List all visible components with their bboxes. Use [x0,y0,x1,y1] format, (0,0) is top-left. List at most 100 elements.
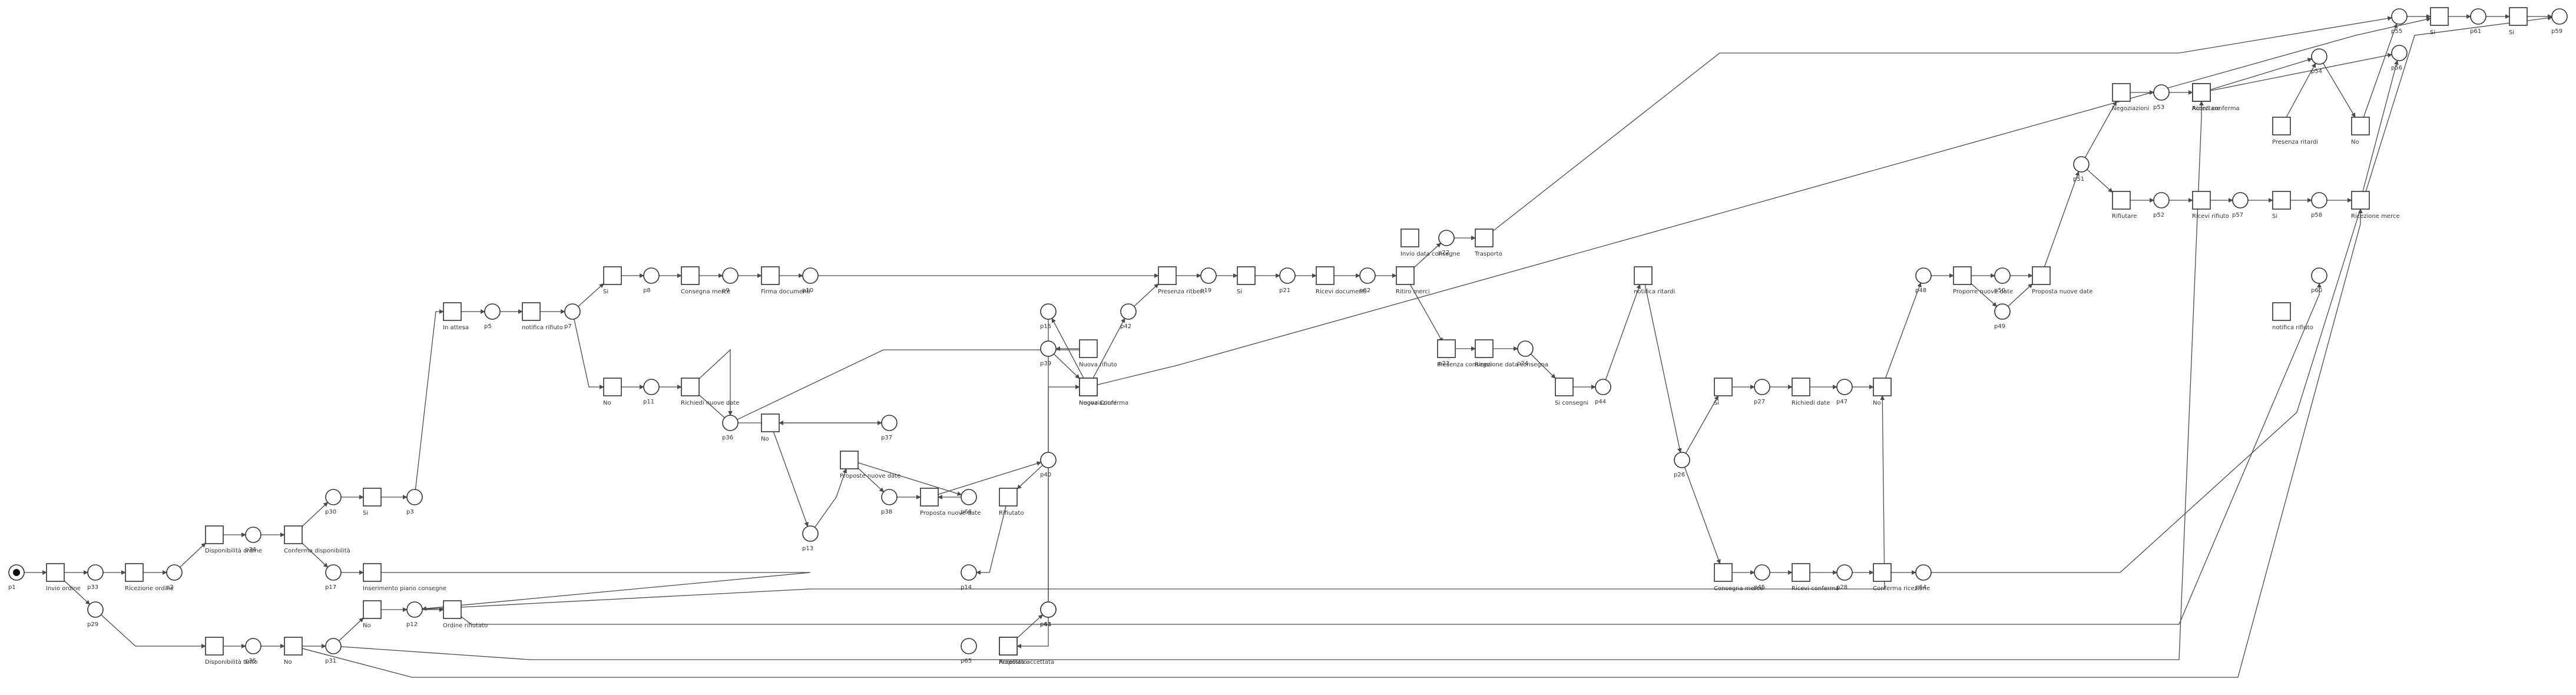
place-circle[interactable] [325,564,342,581]
place-p3[interactable]: p3 [406,489,423,515]
transition-box[interactable] [2272,191,2291,210]
place-circle[interactable] [484,303,501,320]
transition-t38[interactable]: Si [1714,378,1733,406]
place-circle[interactable] [1040,601,1057,618]
transition-box[interactable] [46,563,65,582]
transition-t52[interactable]: No [2351,117,2370,145]
transition-box[interactable] [2272,117,2291,135]
place-p62[interactable]: p62 [1359,267,1376,294]
transition-box[interactable] [999,488,1018,507]
place-circle[interactable] [2391,8,2408,25]
transition-t46[interactable]: Rifiutare [2112,191,2137,220]
transition-box[interactable] [363,488,382,507]
place-circle[interactable] [722,267,739,284]
transition-box[interactable] [1475,229,1494,247]
place-circle[interactable] [245,527,261,543]
place-p38[interactable]: p38 [881,489,898,515]
transition-box[interactable] [1555,378,1574,396]
place-p29[interactable]: p29 [87,601,104,628]
place-circle[interactable] [406,489,423,505]
place-circle[interactable] [722,415,739,431]
place-circle[interactable] [2232,192,2249,208]
place-p54[interactable]: p54 [2311,48,2327,75]
transition-t28[interactable]: Presenza ritbert [1158,266,1205,295]
transition-box[interactable] [284,637,303,656]
place-p26[interactable]: p26 [1674,452,1690,478]
transition-box[interactable] [1634,266,1653,285]
transition-t56[interactable]: Consegna merce [1714,563,1763,592]
place-p45[interactable]: p45 [1754,564,1770,591]
place-p19[interactable]: p19 [1200,267,1217,294]
place-p22[interactable]: p22 [1438,230,1455,256]
transition-box[interactable] [2272,302,2291,321]
place-circle[interactable] [2391,45,2408,61]
place-circle[interactable] [1915,267,1932,284]
place-circle[interactable] [961,564,977,581]
place-circle[interactable] [2311,192,2327,208]
place-p5[interactable]: p5 [484,303,501,330]
place-p8[interactable]: p8 [643,267,660,294]
transition-t50[interactable]: Si [2272,191,2291,220]
place-p42[interactable]: p42 [1120,303,1137,330]
place-circle[interactable] [802,525,819,542]
place-p28[interactable]: p28 [1836,564,1853,591]
transition-box[interactable] [1396,266,1415,285]
place-circle[interactable] [2153,84,2170,101]
transition-t18[interactable]: Richiedi nuove date [681,378,739,406]
transition-box[interactable] [2032,266,2051,285]
transition-box[interactable] [681,378,700,396]
place-circle[interactable] [1994,303,2011,320]
transition-t5[interactable]: Conferma disponibilità [284,525,350,554]
place-circle[interactable] [166,564,183,581]
place-circle[interactable] [1836,379,1853,395]
transition-t51[interactable]: notifica rifiuto [522,302,563,331]
place-circle[interactable] [406,601,423,618]
transition-t15[interactable]: Consegna merce [681,266,730,295]
place-circle[interactable] [961,638,977,654]
transition-box[interactable] [1158,266,1177,285]
transition-box[interactable] [363,563,382,582]
place-p31[interactable]: p31 [325,638,342,664]
transition-box[interactable] [1437,339,1456,358]
place-circle[interactable] [1200,267,1217,284]
place-p21[interactable]: p21 [1279,267,1296,294]
transition-box[interactable] [2351,191,2370,210]
place-circle[interactable] [802,267,819,284]
transition-t47[interactable]: Ricevi conferma [2192,83,2240,112]
place-p39[interactable]: p39 [1040,340,1057,367]
transition-box[interactable] [1873,378,1892,396]
transition-t32[interactable]: Invio data consegne [1400,229,1460,257]
place-p37[interactable]: p37 [881,415,898,441]
transition-t33[interactable]: Trasporto [1474,229,1502,257]
place-circle[interactable] [87,564,104,581]
place-p35[interactable]: p35 [245,638,261,664]
transition-t34[interactable]: Ricezione data consegna [1475,339,1548,368]
transition-box[interactable] [761,266,780,285]
transition-box[interactable] [522,302,541,321]
place-p47[interactable]: p47 [1836,379,1853,405]
place-circle[interactable] [1438,230,1455,246]
place-p66[interactable]: p66 [961,489,977,515]
place-circle[interactable] [1040,303,1057,320]
transition-box[interactable] [1953,266,1972,285]
transition-t44[interactable]: Negoziazioni [2112,83,2150,112]
place-p52[interactable]: p52 [2153,192,2170,219]
transition-t48[interactable]: Ricevi rifiuto [2192,191,2229,220]
place-p63[interactable]: p63 [1040,601,1057,628]
transition-box[interactable] [1079,339,1098,358]
place-p40[interactable]: p40 [1040,452,1057,478]
place-circle[interactable] [1754,564,1770,581]
place-circle[interactable] [1915,564,1932,581]
place-circle[interactable] [961,489,977,505]
transition-box[interactable] [1316,266,1335,285]
place-p34[interactable]: p34 [245,527,261,553]
transition-box[interactable] [1400,229,1419,247]
transition-box[interactable] [1475,339,1494,358]
place-p10[interactable]: p10 [802,267,819,294]
place-p44[interactable]: p44 [1595,379,1611,405]
place-p59[interactable]: p59 [2551,8,2568,35]
place-circle[interactable] [1040,340,1057,357]
transition-t23[interactable]: Negoziazioni [1079,378,1117,406]
place-p58[interactable]: p58 [2311,192,2327,219]
transition-t55[interactable]: Ricevi conferma [1792,563,1839,592]
